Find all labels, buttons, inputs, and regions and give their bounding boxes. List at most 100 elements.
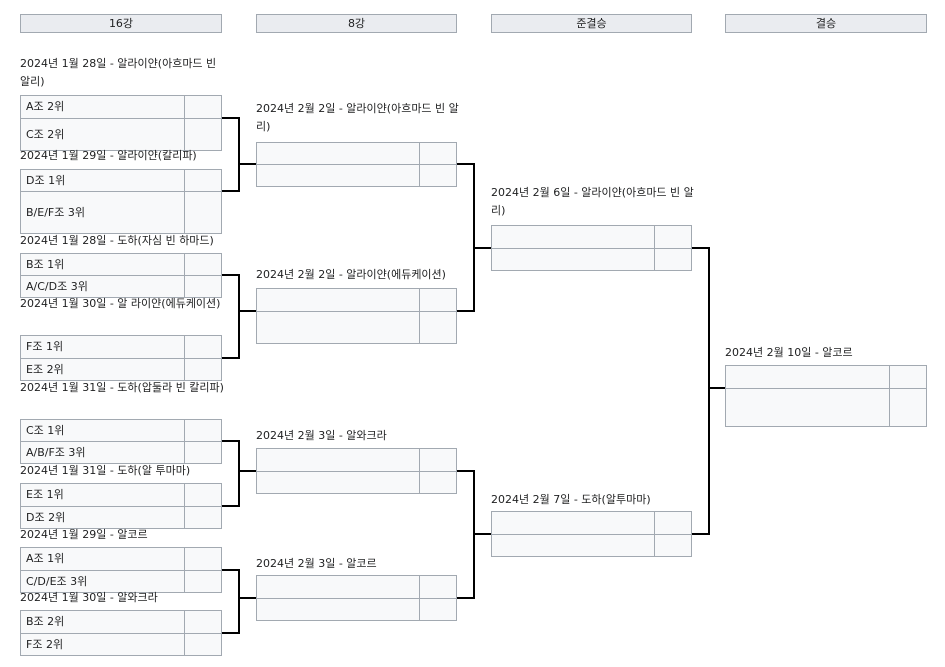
match-date: 2024년 2월 2일 - 알라이얀(아흐마드 빈 알리) — [256, 102, 459, 133]
team-slot: F조 2위 — [26, 638, 64, 651]
bracket-line — [238, 274, 240, 359]
bracket-line — [238, 117, 240, 192]
score-cell — [889, 366, 926, 389]
bracket-line — [239, 163, 256, 165]
bracket-line — [474, 533, 491, 535]
bracket-line — [222, 440, 239, 442]
score-cell — [419, 289, 456, 312]
team-slot: A/B/F조 3위 — [26, 446, 86, 459]
bracket-line — [238, 569, 240, 634]
bracket-line — [222, 505, 239, 507]
score-cell — [654, 512, 691, 535]
match-date: 2024년 1월 31일 - 도하(알 투마마) — [20, 464, 191, 477]
match-date: 2024년 2월 10일 - 알코르 — [725, 346, 853, 359]
match-date: 2024년 1월 31일 - 도하(압둘라 빈 칼리파) — [20, 381, 224, 394]
team-slot — [726, 366, 889, 389]
team-slot: C조 1위 — [21, 420, 184, 442]
round-header-8: 8강 — [256, 14, 457, 33]
score-cell — [184, 254, 221, 276]
bracket-line — [222, 117, 239, 119]
score-cell — [184, 96, 221, 119]
score-cell — [184, 119, 221, 151]
team-slot: F조 1위 — [21, 336, 184, 359]
team-slot: D조 2위 — [26, 511, 66, 524]
bracket-line — [457, 470, 474, 472]
match-box — [256, 142, 457, 187]
match-box — [256, 288, 457, 344]
match-box: C조 1위 A/B/F조 3위 — [20, 419, 222, 464]
score-cell — [184, 442, 221, 464]
bracket-line — [473, 163, 475, 312]
score-cell — [419, 599, 456, 621]
bracket-line — [708, 247, 710, 535]
match-box: E조 1위 D조 2위 — [20, 483, 222, 529]
team-slot — [257, 599, 419, 621]
team-slot — [492, 226, 654, 249]
score-cell — [419, 576, 456, 599]
team-slot: A/C/D조 3위 — [26, 280, 88, 293]
match-date: 2024년 1월 29일 - 알라이얀(칼리파) — [20, 149, 197, 162]
team-slot: E조 2위 — [26, 363, 64, 376]
match-date: 2024년 2월 2일 - 알라이얀(에듀케이션) — [256, 268, 446, 281]
score-cell — [184, 336, 221, 359]
score-cell — [184, 420, 221, 442]
team-slot — [492, 249, 654, 271]
score-cell — [184, 507, 221, 529]
team-slot: D조 1위 — [21, 170, 184, 192]
team-slot — [257, 289, 419, 312]
team-slot: C조 2위 — [26, 128, 65, 141]
score-cell — [184, 611, 221, 634]
team-slot — [492, 535, 654, 557]
bracket-line — [222, 190, 239, 192]
team-slot — [257, 165, 419, 187]
score-cell — [419, 449, 456, 472]
score-cell — [419, 472, 456, 494]
score-cell — [889, 389, 926, 427]
match-box — [491, 511, 692, 557]
team-slot — [257, 576, 419, 599]
round-header-semifinal: 준결승 — [491, 14, 692, 33]
score-cell — [184, 192, 221, 234]
bracket-line — [239, 310, 256, 312]
round-header-16: 16강 — [20, 14, 222, 33]
match-box: D조 1위 B/E/F조 3위 — [20, 169, 222, 234]
bracket-line — [222, 274, 239, 276]
team-slot: B조 1위 — [21, 254, 184, 276]
team-slot: E조 1위 — [21, 484, 184, 507]
match-date: 2024년 2월 3일 - 알코르 — [256, 557, 377, 570]
score-cell — [184, 170, 221, 192]
round-header-final: 결승 — [725, 14, 927, 33]
bracket-line — [457, 597, 474, 599]
match-date: 2024년 2월 6일 - 알라이얀(아흐마드 빈 알리) — [491, 186, 694, 217]
match-date: 2024년 1월 28일 - 도하(자심 빈 하마드) — [20, 234, 214, 247]
bracket-line — [692, 533, 709, 535]
match-box — [256, 575, 457, 621]
score-cell — [419, 165, 456, 187]
team-slot: B/E/F조 3위 — [26, 206, 85, 219]
match-date: 2024년 1월 30일 - 알 라이얀(에듀케이션) — [20, 297, 221, 310]
team-slot — [257, 449, 419, 472]
score-cell — [654, 249, 691, 271]
bracket-line — [692, 247, 709, 249]
match-date: 2024년 1월 29일 - 알코르 — [20, 528, 148, 541]
bracket-line — [222, 632, 239, 634]
bracket-line — [474, 247, 491, 249]
match-date: 2024년 2월 3일 - 알와크라 — [256, 429, 387, 442]
bracket-line — [222, 569, 239, 571]
team-slot — [257, 472, 419, 494]
bracket-line — [222, 357, 239, 359]
score-cell — [184, 484, 221, 507]
team-slot — [257, 312, 419, 344]
score-cell — [184, 359, 221, 381]
match-date: 2024년 1월 28일 - 알라이얀(아흐마드 빈 알리) — [20, 57, 217, 88]
bracket-line — [238, 440, 240, 507]
bracket-line — [457, 310, 474, 312]
bracket-line — [239, 597, 256, 599]
score-cell — [184, 634, 221, 656]
match-box: B조 1위 A/C/D조 3위 — [20, 253, 222, 298]
team-slot — [492, 512, 654, 535]
score-cell — [654, 535, 691, 557]
